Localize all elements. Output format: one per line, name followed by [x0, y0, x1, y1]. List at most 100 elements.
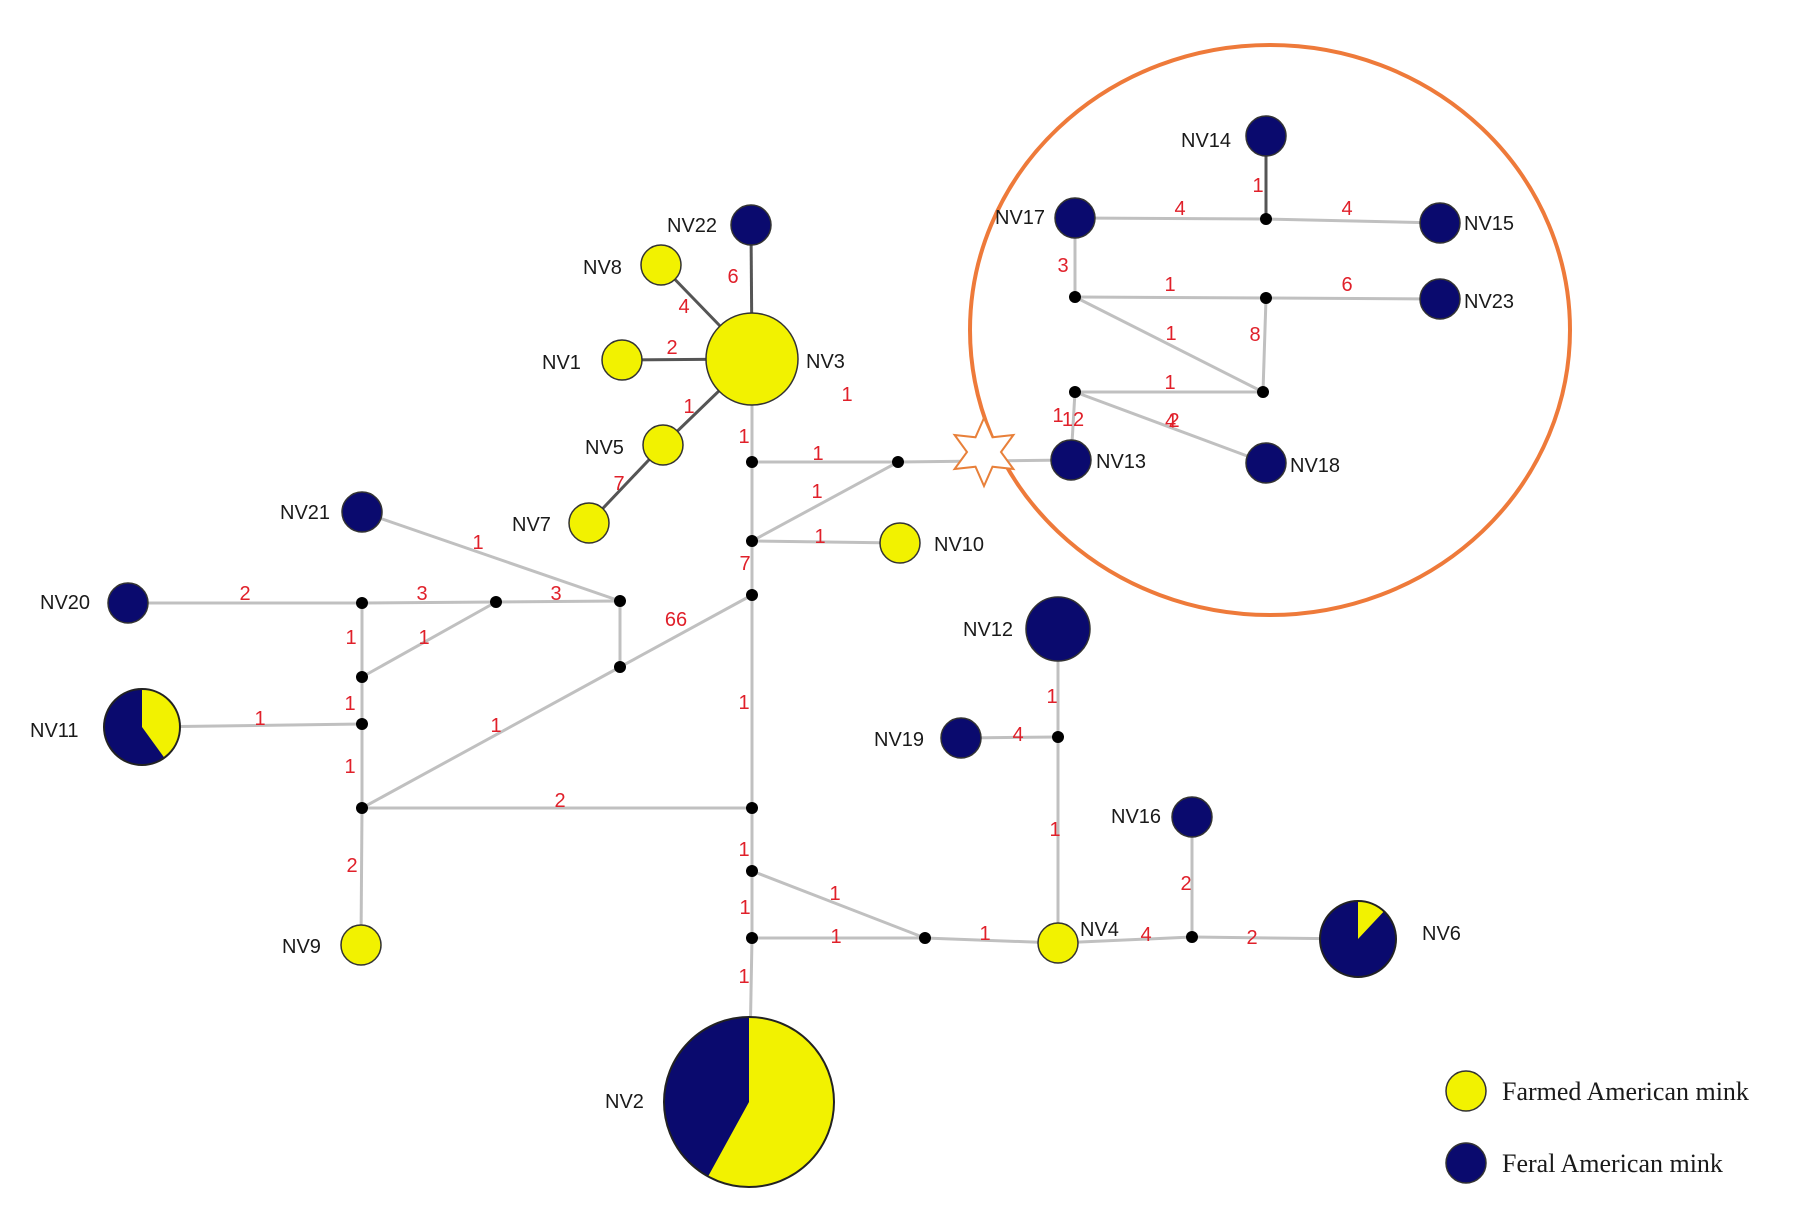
haplotype-circle: [705, 312, 799, 406]
mutation-count-label: 7: [613, 473, 624, 495]
pie-farmed-slice: [708, 1017, 835, 1187]
pie-outline: [663, 1016, 835, 1188]
mutation-count-label: 3: [416, 583, 427, 605]
link-m_c1-NV15: [1265, 217, 1441, 225]
haplotype-circle: [940, 717, 982, 759]
median-vector: [746, 865, 758, 877]
haplotype-node-nv21: [341, 491, 383, 533]
haplotype-node-nv4: [1037, 922, 1079, 964]
haplotype-label-nv11: NV11: [30, 720, 79, 742]
mutation-count-label: 2: [1168, 410, 1179, 432]
mutation-count-label: 1: [254, 708, 265, 730]
haplotype-circle: [341, 491, 383, 533]
median-vector: [1260, 292, 1272, 304]
median-vector: [1186, 931, 1198, 943]
mutation-count-label: 2: [346, 855, 357, 877]
feral-cluster-ellipse: [968, 43, 1572, 617]
haplotype-label-nv21: NV21: [280, 502, 330, 524]
haplotype-label-nv16: NV16: [1111, 806, 1161, 828]
mutation-count-label: 1: [1164, 372, 1175, 394]
mutation-count-label: 4: [1165, 411, 1176, 433]
haplotype-label-nv18: NV18: [1290, 455, 1340, 477]
haplotype-label-nv2: NV2: [605, 1091, 644, 1113]
mutation-count-label: 4: [1012, 724, 1023, 746]
haplotype-node-nv7: [568, 502, 610, 544]
mutation-count-label: 1: [830, 926, 841, 948]
haplotype-node-nv16: [1171, 796, 1213, 838]
haplotype-circle: [1025, 596, 1091, 662]
median-vector: [746, 535, 758, 547]
mutation-count-label: 1: [683, 396, 694, 418]
haplotype-node-nv20: [107, 582, 149, 624]
mutation-count-label: 12: [1062, 409, 1084, 431]
mutation-count-label: 2: [666, 337, 677, 359]
haplotype-circle: [107, 582, 149, 624]
haplotype-circle: [340, 924, 382, 966]
mutation-count-label: 1: [812, 443, 823, 465]
haplotype-label-nv7: NV7: [512, 514, 551, 536]
mutation-count-label: 4: [1140, 924, 1151, 946]
haplotype-circle: [1245, 115, 1287, 157]
mutation-count-label: 1: [345, 627, 356, 649]
haplotype-label-nv3: NV3: [806, 351, 845, 373]
legend: Farmed American mink Feral American mink: [1445, 1070, 1749, 1184]
haplotype-node-nv5: [642, 424, 684, 466]
haplotype-circle: [1419, 202, 1461, 244]
haplotype-circle: [601, 339, 643, 381]
mutation-count-label: 8: [1249, 324, 1260, 346]
haplotype-circle: [1171, 796, 1213, 838]
haplotype-node-nv17: [1054, 197, 1096, 239]
mutation-count-label: 1: [811, 481, 822, 503]
mutation-count-label: 6: [1341, 274, 1352, 296]
haplotype-node-nv19: [940, 717, 982, 759]
pie-outline: [1319, 900, 1397, 978]
haplotype-node-nv2: [663, 1016, 835, 1188]
mutation-star-marker: [952, 415, 1016, 489]
haplotype-node-nv3: [705, 312, 799, 406]
mutation-count-label: 4: [1174, 198, 1185, 220]
median-vector: [356, 671, 368, 683]
mutation-count-label: 1: [490, 715, 501, 737]
mutation-count-label: 1: [1252, 175, 1263, 197]
haplotype-label-nv14: NV14: [1181, 130, 1231, 152]
haplotype-circle: [1054, 197, 1096, 239]
haplotype-label-nv4: NV4: [1080, 919, 1119, 941]
pie-farmed-slice: [142, 689, 181, 758]
link-m_b-m_r: [751, 460, 899, 543]
mutation-count-label: 2: [1180, 873, 1191, 895]
mutation-count-label: 2: [239, 583, 250, 605]
median-vector: [746, 932, 758, 944]
link-m_c2-m_c3: [1074, 295, 1267, 300]
pie-farmed-slice: [1358, 901, 1385, 939]
mutation-count-label: 1: [472, 532, 483, 554]
legend-farmed-label: Farmed American mink: [1502, 1077, 1749, 1106]
haplotype-label-nv1: NV1: [542, 352, 581, 374]
link-NV17-m_c1: [1074, 216, 1267, 221]
haplotype-node-nv6: [1319, 900, 1397, 978]
median-vector: [746, 589, 758, 601]
link-NV4-m_h: [1057, 935, 1193, 945]
median-vector: [919, 932, 931, 944]
link-m_l5-NV9: [359, 807, 364, 946]
haplotype-circle: [1245, 442, 1287, 484]
link-m_c3-NV23: [1265, 296, 1441, 301]
mutation-count-label: 66: [665, 609, 687, 631]
median-vector: [356, 802, 368, 814]
haplotype-label-nv10: NV10: [934, 534, 984, 556]
pie-outline: [103, 688, 181, 766]
mutation-count-label: 4: [678, 296, 689, 318]
median-vector: [1069, 386, 1081, 398]
haplotype-node-nv9: [340, 924, 382, 966]
haplotype-node-nv15: [1419, 202, 1461, 244]
median-vector: [892, 456, 904, 468]
link-m_l2-m_l6: [361, 600, 497, 679]
mutation-count-label: 2: [1246, 927, 1257, 949]
median-vector: [356, 718, 368, 730]
haplotype-circle: [640, 244, 682, 286]
haplotype-label-nv15: NV15: [1464, 213, 1514, 235]
haplotype-node-nv18: [1245, 442, 1287, 484]
haplotype-node-nv23: [1419, 278, 1461, 320]
median-vector: [746, 802, 758, 814]
